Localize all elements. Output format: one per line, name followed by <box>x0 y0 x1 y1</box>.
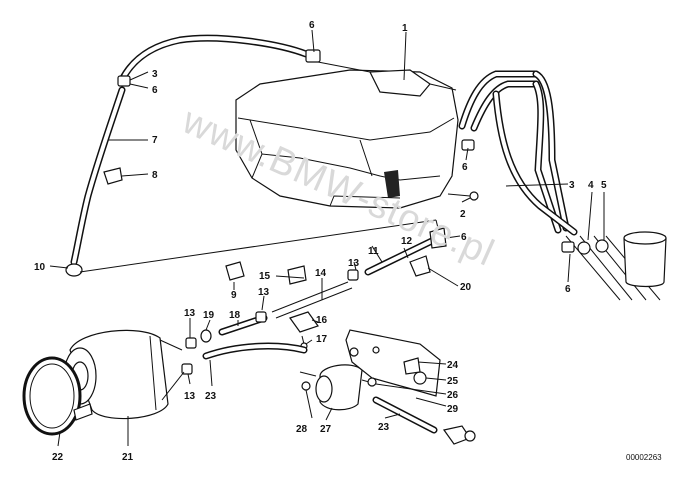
fuel-pump <box>299 364 377 411</box>
callout-21[interactable]: 21 <box>122 452 134 463</box>
grommet-5 <box>595 239 609 253</box>
callout-6[interactable]: 6 <box>309 20 315 31</box>
callout-13[interactable]: 13 <box>348 258 360 269</box>
filter-clamp-22 <box>22 356 93 436</box>
leader-lines <box>49 29 605 447</box>
plate-16 <box>289 311 319 333</box>
fuel-filter <box>63 329 185 420</box>
callout-10[interactable]: 10 <box>34 262 46 273</box>
vent-hose <box>65 34 441 277</box>
callout-3[interactable]: 3 <box>569 180 575 191</box>
grommet-10 <box>65 263 83 277</box>
fuel-lines-right <box>458 70 667 301</box>
callout-27[interactable]: 27 <box>320 424 332 435</box>
callout-5[interactable]: 5 <box>601 180 607 191</box>
callout-25[interactable]: 25 <box>447 376 459 387</box>
callout-23[interactable]: 23 <box>205 391 217 402</box>
callout-20[interactable]: 20 <box>460 282 472 293</box>
callout-19[interactable]: 19 <box>203 310 215 321</box>
clamp-6d <box>429 227 447 249</box>
seal-19 <box>200 329 212 343</box>
callout-24[interactable]: 24 <box>447 360 459 371</box>
callout-6[interactable]: 6 <box>461 232 467 243</box>
callout-12[interactable]: 12 <box>401 236 413 247</box>
callout-18[interactable]: 18 <box>229 310 241 321</box>
callout-17[interactable]: 17 <box>316 334 328 345</box>
washer-26 <box>367 377 377 387</box>
callout-8[interactable]: 8 <box>152 170 158 181</box>
hose-clamp-6a <box>305 49 321 63</box>
clamp-13d <box>181 363 193 375</box>
callout-13[interactable]: 13 <box>258 287 270 298</box>
callout-15[interactable]: 15 <box>259 271 271 282</box>
fuel-tank <box>235 69 459 209</box>
callout-4[interactable]: 4 <box>588 180 594 191</box>
callout-14[interactable]: 14 <box>315 268 327 279</box>
callout-6[interactable]: 6 <box>462 162 468 173</box>
bracket-15 <box>287 265 307 285</box>
clip-9 <box>225 261 245 281</box>
diagram-reference-number: 00002263 <box>626 453 662 462</box>
clamp-13b <box>255 311 267 323</box>
callout-23[interactable]: 23 <box>378 422 390 433</box>
callout-22[interactable]: 22 <box>52 452 64 463</box>
callouts: 1 2 3 3 4 5 6 6 6 6 6 7 8 9 10 11 12 13 … <box>34 20 607 463</box>
callout-9[interactable]: 9 <box>231 290 237 301</box>
fuel-line-assembly <box>181 227 447 375</box>
callout-29[interactable]: 29 <box>447 404 459 415</box>
clip-24 <box>403 357 421 375</box>
callout-6[interactable]: 6 <box>152 85 158 96</box>
callout-6[interactable]: 6 <box>565 284 571 295</box>
clip-20 <box>409 255 431 277</box>
clamp-13c <box>185 337 197 349</box>
callout-28[interactable]: 28 <box>296 424 308 435</box>
callout-1[interactable]: 1 <box>402 23 408 34</box>
callout-11[interactable]: 11 <box>368 246 379 257</box>
pump-bracket <box>345 329 476 445</box>
callout-7[interactable]: 7 <box>152 135 158 146</box>
callout-2[interactable]: 2 <box>460 209 466 220</box>
bolt-2 <box>447 191 479 201</box>
nut-28 <box>301 381 311 391</box>
callout-16[interactable]: 16 <box>316 315 328 326</box>
clip-8 <box>103 167 123 185</box>
clamp-6e <box>561 241 575 253</box>
grommet-4 <box>577 241 591 255</box>
callout-26[interactable]: 26 <box>447 390 459 401</box>
hose-23 <box>202 342 438 434</box>
rubber-mount-25 <box>413 371 427 385</box>
callout-13[interactable]: 13 <box>184 308 196 319</box>
callout-13[interactable]: 13 <box>184 391 196 402</box>
callout-3[interactable]: 3 <box>152 69 158 80</box>
clamp-13a <box>347 269 359 281</box>
hose-clamp-6b <box>117 75 131 87</box>
